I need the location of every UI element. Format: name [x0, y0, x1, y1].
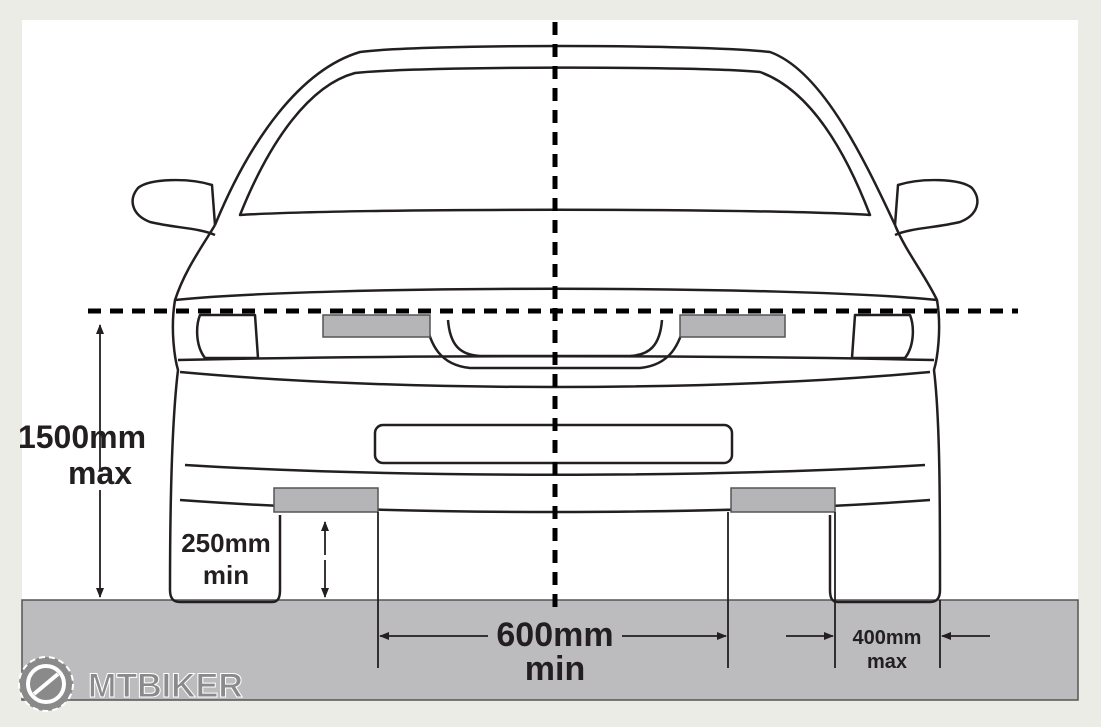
mtbiker-logo-icon: [18, 656, 74, 712]
lamps: [273, 314, 836, 513]
left-front-lamp: [322, 314, 431, 338]
left-lower-lamp: [273, 487, 379, 513]
right-front-lamp: [679, 314, 786, 338]
edge-max-qualifier: max: [867, 651, 907, 673]
height-max-value: 1500mm: [18, 419, 146, 455]
spacing-min-qualifier: min: [525, 650, 585, 688]
height-min-qualifier: min: [203, 560, 249, 590]
watermark-text: MTBIKER: [88, 667, 243, 705]
height-max-qualifier: max: [68, 455, 132, 491]
edge-max-value: 400mm: [853, 627, 922, 649]
dimension-lines: [96, 324, 990, 668]
ground: [21, 599, 1079, 701]
spacing-min-value: 600mm: [496, 616, 613, 654]
height-min-value: 250mm: [181, 528, 271, 558]
right-lower-lamp: [730, 487, 836, 513]
